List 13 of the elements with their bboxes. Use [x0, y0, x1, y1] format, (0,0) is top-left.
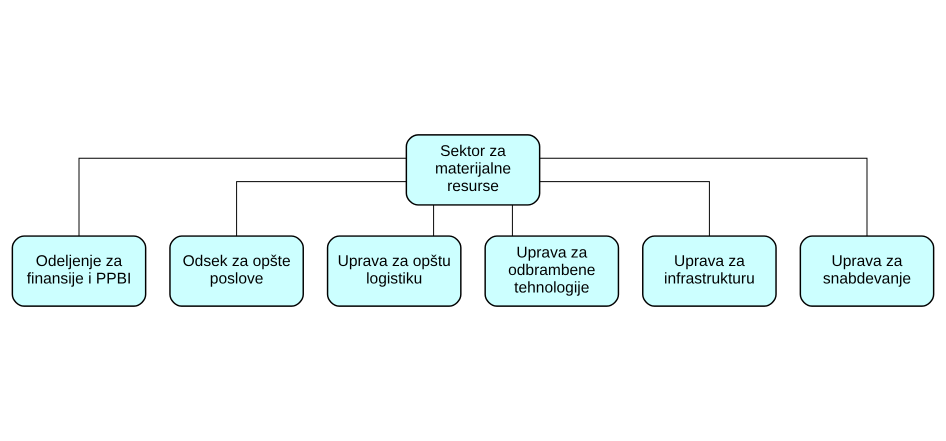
- connector: [236, 181, 407, 236]
- node-box: Uprava za infrastrukturu: [642, 235, 777, 307]
- node-box: Uprava za opštu logistiku: [326, 235, 462, 307]
- node-box: Uprava za snabdevanje: [800, 235, 934, 307]
- connector: [539, 181, 710, 236]
- node-box: Odeljenje za finansije i PPBI: [12, 235, 146, 307]
- node-box: Sektor za materijalne resurse: [406, 134, 540, 206]
- node-box: Odsek za opšte poslove: [169, 235, 304, 307]
- connector: [539, 158, 868, 236]
- connector: [78, 158, 407, 236]
- node-box: Uprava za odbrambene tehnologije: [484, 235, 620, 307]
- connector: [512, 204, 513, 237]
- connector: [433, 204, 434, 237]
